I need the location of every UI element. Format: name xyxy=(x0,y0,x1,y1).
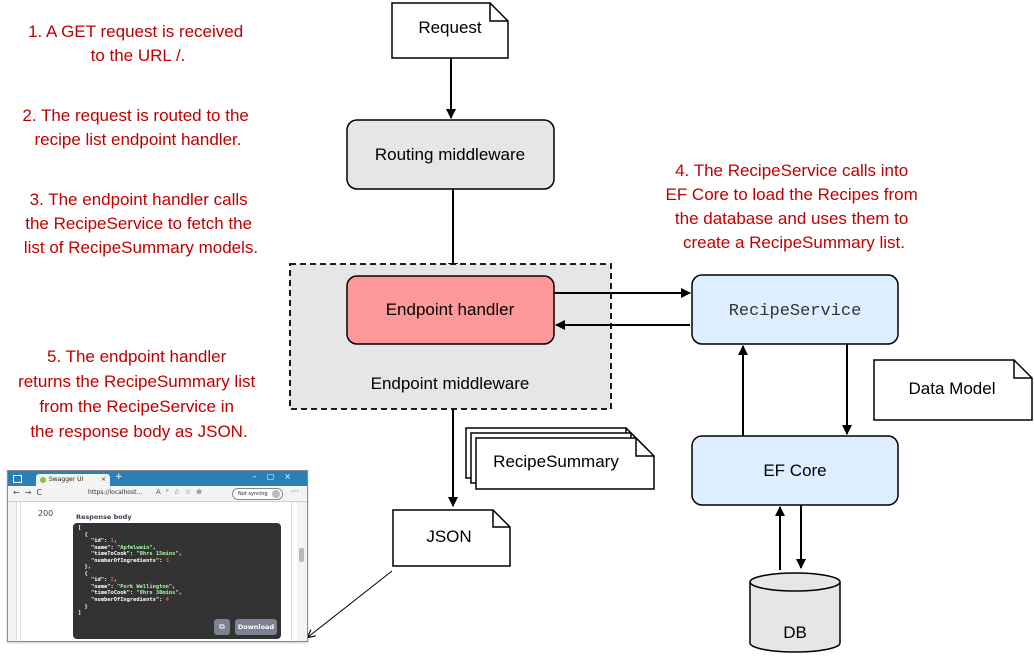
browser-tab-title: Swagger UI xyxy=(49,476,84,483)
browser-titlebar: Swagger UI × + –▢× xyxy=(8,471,307,486)
note-step-2-line: recipe list endpoint handler. xyxy=(35,130,242,149)
json-label: JSON xyxy=(426,527,471,546)
json-line: "name": "Pork Wellington", xyxy=(78,583,176,590)
note-step-1-line: to the URL /. xyxy=(91,46,186,65)
json-line: } xyxy=(78,603,88,610)
json-line: "id": 1, xyxy=(78,538,117,545)
page-left-rail xyxy=(8,502,17,641)
recipe-summary-node: RecipeSummary xyxy=(465,427,655,490)
json-line: "numberOfIngredients": 4 xyxy=(78,597,169,604)
json-line: "name": "Apfelwein", xyxy=(78,544,156,551)
response-body-label: Response body xyxy=(76,513,132,521)
tab-actions-icon[interactable] xyxy=(13,475,22,483)
request-label: Request xyxy=(418,18,482,37)
data-model-node: Data Model xyxy=(873,359,1033,421)
json-line: { xyxy=(78,531,88,538)
json-line: ] xyxy=(78,610,82,617)
json-line: "numberOfIngredients": 3 xyxy=(78,557,169,564)
page-divider xyxy=(20,502,21,641)
scrollbar[interactable] xyxy=(297,502,307,641)
endpoint-handler-node: Endpoint handler xyxy=(346,275,555,345)
endpoint-middleware-label: Endpoint middleware xyxy=(371,374,530,393)
note-step-4-line: 4. The RecipeService calls into xyxy=(675,161,908,180)
more-menu-icon[interactable]: ··· xyxy=(291,487,299,496)
close-tab-icon[interactable]: × xyxy=(100,476,106,483)
note-step-2-line: 2. The request is routed to the xyxy=(22,106,249,125)
note-step-5-line: the response body as JSON. xyxy=(30,422,247,441)
new-tab-icon[interactable]: + xyxy=(115,472,123,482)
note-step-4-line: EF Core to load the Recipes from xyxy=(665,185,917,204)
db-label: DB xyxy=(783,623,807,642)
response-json: [ { "id": 1, "name": "Apfelwein", "timeT… xyxy=(78,525,182,617)
note-step-3-line: the RecipeService to fetch the xyxy=(25,214,252,233)
note-step-5-line: 5. The endpoint handler xyxy=(47,347,227,366)
browser-tab[interactable]: Swagger UI × xyxy=(36,474,110,486)
note-step-5: 5. The endpoint handler returns the Reci… xyxy=(18,347,260,441)
page-divider xyxy=(291,502,292,641)
window-controls-icon[interactable]: –▢× xyxy=(252,472,301,481)
note-step-4-line: create a RecipeSummary list. xyxy=(683,233,905,252)
note-step-3: 3. The endpoint handler calls the Recipe… xyxy=(24,190,258,257)
data-model-label: Data Model xyxy=(909,379,996,398)
sync-button[interactable]: Not syncing xyxy=(232,488,283,500)
json-line: "timeToCook": "0hrs 15mins", xyxy=(78,551,182,558)
note-step-2: 2. The request is routed to the recipe l… xyxy=(22,106,253,149)
json-line: }, xyxy=(78,564,91,571)
db-node: DB xyxy=(749,572,841,653)
json-line: { xyxy=(78,570,88,577)
browser-screenshot: Swagger UI × + –▢× ←→C https://localhost… xyxy=(7,470,308,642)
avatar-icon xyxy=(271,490,280,498)
routing-middleware-node: Routing middleware xyxy=(346,119,555,190)
json-line: "timeToCook": "0hrs 30mins", xyxy=(78,590,182,597)
note-step-1-line: 1. A GET request is received xyxy=(28,22,243,41)
copy-icon[interactable]: ⧉ xyxy=(214,619,230,635)
note-step-5-line: returns the RecipeSummary list xyxy=(18,372,255,391)
download-button[interactable]: Download xyxy=(235,619,277,635)
note-step-4-line: the database and uses them to xyxy=(675,209,908,228)
recipe-service-label: RecipeService xyxy=(729,302,862,321)
arrow-json-to-browser xyxy=(308,570,393,637)
recipe-service-node: RecipeService xyxy=(691,274,899,345)
note-step-5-line: from the RecipeService in xyxy=(39,397,234,416)
navigation-buttons-icon[interactable]: ←→C xyxy=(13,488,47,497)
endpoint-handler-label: Endpoint handler xyxy=(386,300,515,319)
note-step-3-line: 3. The endpoint handler calls xyxy=(30,190,248,209)
toolbar-icons[interactable]: A⁰☆☆⊕ xyxy=(156,488,208,496)
note-step-4: 4. The RecipeService calls into EF Core … xyxy=(665,161,922,252)
browser-content: 200 Response body [ { "id": 1, "name": "… xyxy=(8,502,307,641)
request-node: Request xyxy=(391,2,509,59)
status-code: 200 xyxy=(38,509,54,518)
routing-middleware-label: Routing middleware xyxy=(375,145,525,164)
swagger-favicon-icon xyxy=(40,476,46,483)
response-body-panel: [ { "id": 1, "name": "Apfelwein", "timeT… xyxy=(73,523,281,639)
scrollbar-thumb[interactable] xyxy=(299,548,304,562)
note-step-1: 1. A GET request is received to the URL … xyxy=(28,22,248,65)
recipe-summary-label: RecipeSummary xyxy=(493,452,619,471)
json-node: JSON xyxy=(392,509,511,567)
ef-core-node: EF Core xyxy=(691,435,899,506)
browser-toolbar: ←→C https://localhost... A⁰☆☆⊕ Not synci… xyxy=(8,486,307,502)
json-line: "id": 2, xyxy=(78,577,117,584)
ef-core-label: EF Core xyxy=(763,461,826,480)
note-step-3-line: list of RecipeSummary models. xyxy=(24,238,258,257)
json-line: [ xyxy=(78,525,82,531)
address-bar[interactable]: https://localhost... xyxy=(88,489,143,496)
sync-label: Not syncing xyxy=(238,491,268,497)
